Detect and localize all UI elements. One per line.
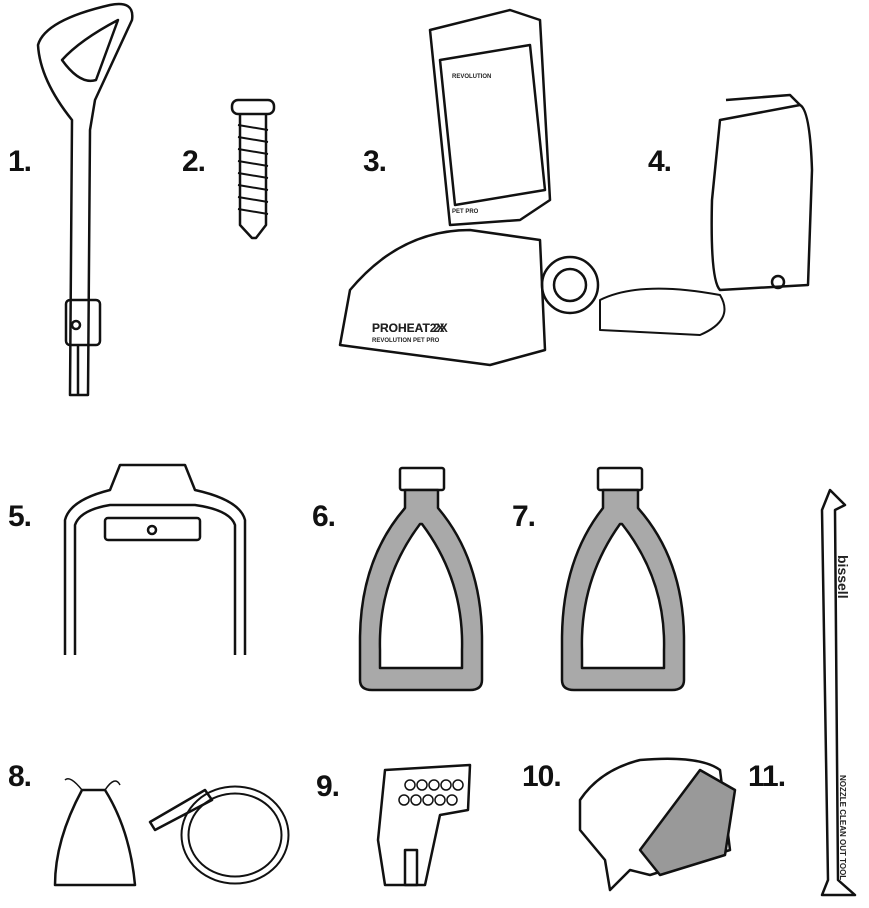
brush-tool-drawing (578, 757, 737, 892)
bag-and-hose-drawing (53, 778, 290, 887)
nozzle-clean-out-tool-drawing: bissell NOZZLE CLEAN OUT TOOL (820, 488, 857, 897)
part-number-10: 10. (522, 760, 562, 793)
bissell-logo-text: bissell (835, 555, 851, 599)
bottle-drawing-7 (560, 466, 686, 692)
handle-drawing (36, 2, 134, 397)
carpet-cleaner-drawing: PROHEAT2X REVOLUTION PET PRO REVOLUTION … (338, 8, 726, 367)
part-number-3: 3. (363, 145, 387, 178)
part-number-1: 1. (8, 145, 32, 178)
screw-drawing (230, 98, 276, 240)
svg-text:PET PRO: PET PRO (452, 209, 479, 215)
brand-text: PROHEAT 2X (372, 321, 448, 335)
stain-tool-drawing (376, 763, 472, 887)
svg-text:PROHEAT2X: PROHEAT2X (372, 321, 444, 335)
part-number-2: 2. (182, 145, 206, 178)
part-number-4: 4. (648, 145, 672, 178)
svg-text:REVOLUTION PET PRO: REVOLUTION PET PRO (372, 338, 440, 344)
hose-wrap-drawing (63, 463, 247, 655)
part-number-5: 5. (8, 500, 32, 533)
part-number-7: 7. (512, 500, 536, 533)
part-number-6: 6. (312, 500, 336, 533)
nozzle-tool-label: NOZZLE CLEAN OUT TOOL (838, 775, 847, 880)
svg-text:REVOLUTION: REVOLUTION (452, 74, 491, 80)
bottle-drawing-6 (358, 466, 484, 692)
tank-drawing (710, 93, 814, 292)
part-number-8: 8. (8, 760, 32, 793)
part-number-9: 9. (316, 770, 340, 803)
part-number-11: 11. (748, 760, 786, 793)
